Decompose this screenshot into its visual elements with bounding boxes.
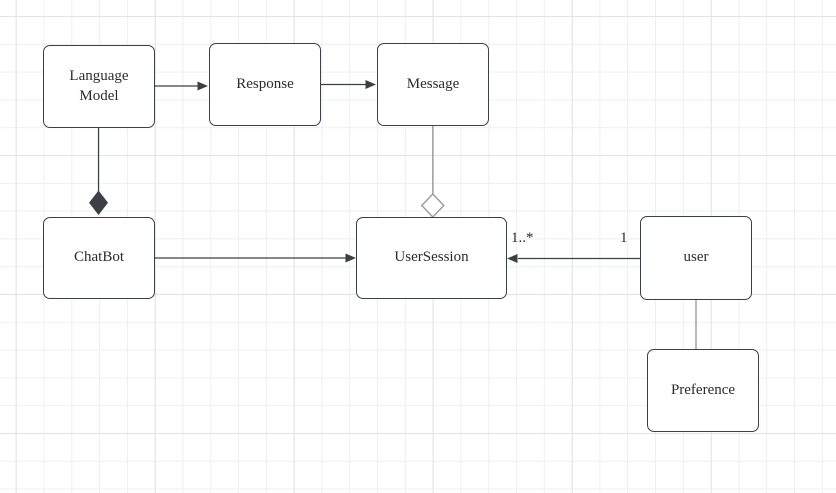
arrowhead-icon	[365, 80, 376, 89]
node-label: ChatBot	[73, 249, 124, 266]
node-message[interactable]: Message	[377, 43, 489, 126]
node-label: Response	[236, 75, 294, 92]
node-label: Preference	[670, 381, 736, 398]
node-usersession[interactable]: UserSession	[356, 217, 507, 299]
edge-response-message[interactable]	[321, 80, 376, 89]
node-label: UserSession	[394, 249, 469, 266]
node-preference[interactable]: Preference	[647, 349, 759, 432]
edge-user-usersession[interactable]	[507, 254, 640, 263]
node-label: user	[683, 249, 709, 266]
node-label: Language Model	[69, 68, 129, 104]
edge-chatbot-usersession[interactable]	[155, 253, 356, 263]
node-response[interactable]: Response	[209, 43, 321, 126]
aggregation-diamond-icon	[420, 192, 445, 219]
arrowhead-icon	[197, 81, 208, 91]
node-language-model[interactable]: Language Model	[43, 45, 155, 128]
node-chatbot[interactable]: ChatBot	[43, 217, 155, 299]
arrowhead-icon	[507, 254, 518, 263]
node-label: Message	[406, 75, 460, 92]
edge-message-usersession-aggregation[interactable]	[420, 126, 445, 219]
arrowhead-icon	[345, 253, 356, 263]
composition-diamond-icon	[89, 190, 108, 215]
edge-languagemodel-chatbot-composition[interactable]	[89, 128, 108, 215]
node-user[interactable]: user	[640, 216, 752, 300]
edge-languagemodel-response[interactable]	[155, 81, 208, 91]
edge-label-multiplicity-one[interactable]: 1	[620, 230, 628, 246]
edge-label-multiplicity-many[interactable]: 1..*	[511, 230, 534, 246]
